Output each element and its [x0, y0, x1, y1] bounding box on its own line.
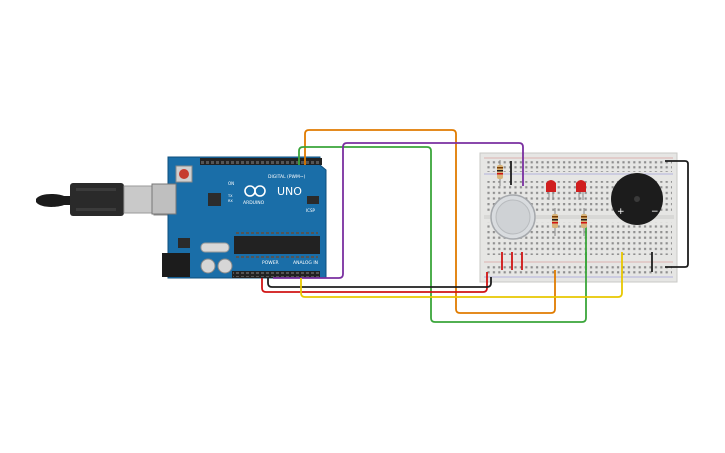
regulator: [178, 238, 190, 248]
wire-red[interactable]: [261, 272, 488, 293]
rx-label: RX: [228, 199, 233, 203]
wire-green[interactable]: [298, 146, 587, 323]
led-red-2[interactable]: [576, 180, 586, 200]
buzzer-minus-label: −: [651, 207, 659, 217]
wire-purple[interactable]: [273, 142, 524, 279]
top-power-rail[interactable]: [486, 160, 672, 172]
arduino-brand: ARDUINO: [243, 200, 265, 206]
wire-orange[interactable]: [304, 129, 556, 314]
power-jack[interactable]: [162, 253, 190, 277]
icsp-header[interactable]: [307, 196, 319, 204]
gas-sensor[interactable]: [490, 194, 536, 240]
board-model: UNO: [277, 185, 302, 198]
usb-port[interactable]: [151, 183, 177, 215]
tx-label: TX: [227, 194, 233, 198]
analog-label: ANALOG IN: [293, 260, 318, 266]
usb-chip: [208, 193, 221, 206]
resistor-led-1[interactable]: [552, 208, 558, 236]
capacitor: [217, 258, 233, 274]
icsp-label: ICSP: [306, 208, 316, 213]
wire-black-rail[interactable]: [665, 160, 689, 268]
wire-yellow[interactable]: [300, 252, 623, 298]
crystal: [200, 242, 230, 253]
resistor-led-2[interactable]: [581, 208, 587, 236]
capacitor: [200, 258, 216, 274]
atmega-chip: [234, 236, 320, 254]
piezo-buzzer[interactable]: + −: [611, 173, 663, 225]
arduino-uno-board[interactable]: ARDUINO UNO DIGITAL (PWM~) POWER ANALOG …: [151, 156, 327, 279]
power-label: POWER: [262, 260, 279, 266]
bottom-power-rail[interactable]: [486, 264, 672, 276]
on-label: ON: [228, 181, 234, 186]
digital-label: DIGITAL (PWM~): [268, 174, 306, 180]
arduino-logo: [244, 185, 266, 197]
resistor-top[interactable]: [497, 160, 503, 186]
led-red-1[interactable]: [546, 180, 556, 200]
buzzer-plus-label: +: [617, 207, 625, 217]
wire-black-gnd[interactable]: [267, 277, 492, 288]
